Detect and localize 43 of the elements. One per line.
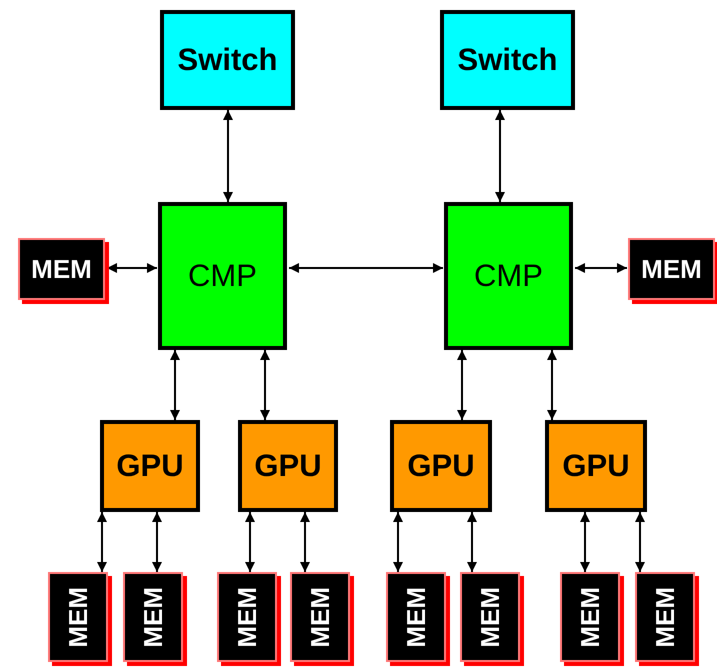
double-arrow [393, 512, 403, 572]
box-label: GPU [562, 448, 630, 484]
double-arrow [547, 350, 557, 420]
double-arrow [170, 350, 180, 420]
double-arrow [580, 512, 590, 572]
box-label: MEM [652, 586, 678, 648]
box-label: MEM [577, 586, 603, 648]
box-label: Switch [178, 42, 278, 78]
box-label: CMP [188, 258, 257, 294]
box-label: MEM [65, 586, 91, 648]
box-label: MEM [140, 586, 166, 648]
box-label: GPU [254, 448, 322, 484]
gpu-box [100, 420, 200, 512]
box-label: Switch [458, 42, 558, 78]
double-arrow [223, 110, 233, 202]
gpu-box [238, 420, 338, 512]
box-label: MEM [403, 586, 429, 648]
double-arrow [635, 512, 645, 572]
switch-box [440, 10, 575, 110]
double-arrow [575, 263, 627, 273]
box-label: CMP [474, 258, 543, 294]
box-label: GPU [116, 448, 184, 484]
box-label: MEM [641, 254, 702, 284]
cmp-box [158, 202, 287, 350]
switch-box [160, 10, 295, 110]
double-arrow [260, 350, 270, 420]
box-label: GPU [407, 448, 475, 484]
double-arrow [300, 512, 310, 572]
double-arrow [152, 512, 162, 572]
gpu-box [545, 420, 647, 512]
double-arrow [97, 512, 107, 572]
double-arrow [467, 512, 477, 572]
box-label: MEM [234, 586, 260, 648]
double-arrow [245, 512, 255, 572]
box-label: MEM [307, 586, 333, 648]
box-label: MEM [31, 254, 92, 284]
box-label: MEM [477, 586, 503, 648]
double-arrow [495, 110, 505, 202]
double-arrow [289, 263, 443, 273]
cmp-box [444, 202, 573, 350]
gpu-box [390, 420, 492, 512]
double-arrow [457, 350, 467, 420]
double-arrow [107, 263, 157, 273]
